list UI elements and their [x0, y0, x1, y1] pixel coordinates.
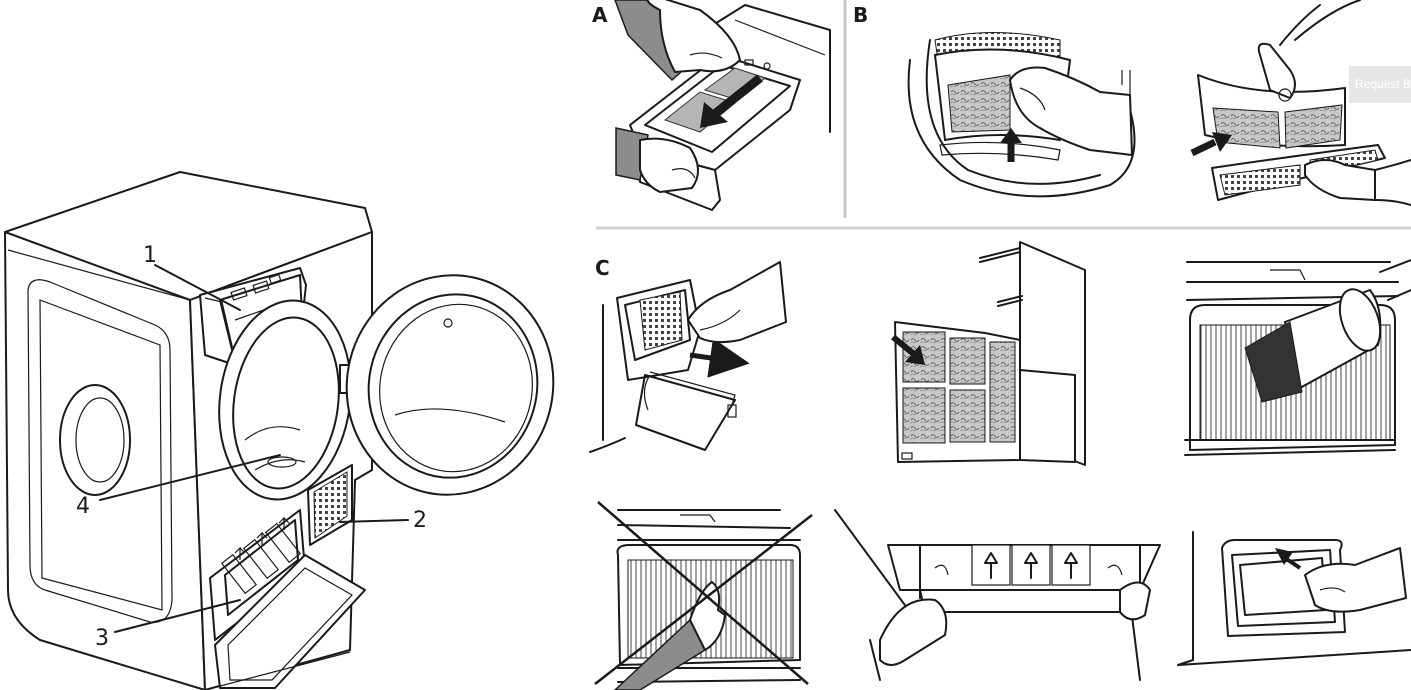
panel-c-remove-filter [589, 261, 787, 453]
panel-label-a: A [592, 3, 608, 27]
panel-a [614, 0, 831, 211]
callout-4: 4 [76, 494, 90, 519]
panel-label-b: B [853, 3, 868, 27]
arrow-icon [1000, 128, 1022, 143]
callout-2: 2 [413, 508, 427, 533]
panel-c-filter-open [891, 241, 1086, 466]
arrow-icon [689, 338, 750, 378]
arrow-icon [700, 102, 728, 128]
arrow-icon [905, 345, 925, 365]
callout-leaders [99, 264, 409, 633]
dryer-illustration [4, 171, 555, 690]
panel-b [907, 32, 1136, 198]
arrow-icon [1275, 548, 1293, 565]
panel-c-reinsert-filter [834, 509, 1161, 681]
arrow-icon [984, 552, 998, 579]
callout-1: 1 [143, 243, 157, 268]
panel-label-c: C [595, 256, 610, 280]
panel-c-close-hatch [1177, 531, 1411, 666]
arrow-icon [1212, 132, 1232, 152]
panel-b-filter-open [1190, 0, 1411, 206]
callout-3: 3 [95, 626, 109, 651]
side-tab-label[interactable]: Request B [1349, 66, 1411, 103]
panel-c-brush-clean [1184, 259, 1411, 456]
panel-c-wrong-method [594, 501, 813, 690]
cross-out-icon [597, 501, 809, 685]
